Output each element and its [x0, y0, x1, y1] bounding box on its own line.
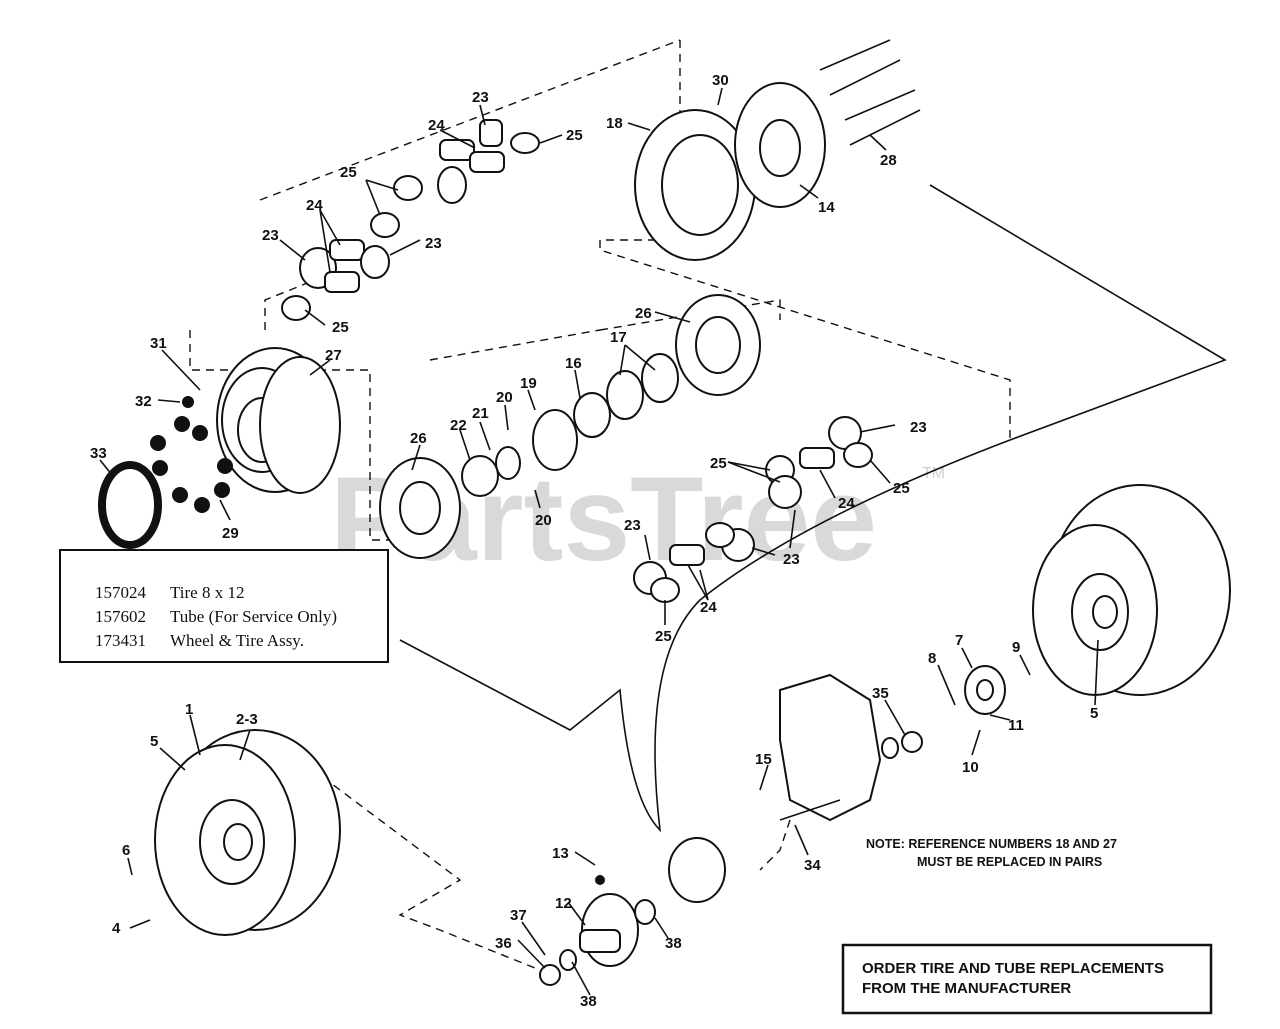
- callout-36: 36: [495, 935, 512, 952]
- callout-2-3: 2-3: [236, 711, 258, 728]
- callout-30: 30: [712, 72, 729, 89]
- callout-25-d: 25: [710, 455, 727, 472]
- parts-row-3-desc: Wheel & Tire Assy.: [170, 631, 304, 650]
- callout-27: 27: [325, 347, 342, 364]
- hub-cap-7: [901, 665, 1006, 753]
- callout-13: 13: [552, 845, 569, 862]
- left-wheel: [154, 729, 341, 936]
- callout-20-b: 20: [535, 512, 552, 529]
- callout-24-c: 24: [838, 495, 855, 512]
- parts-row-1-desc: Tire 8 x 12: [170, 583, 244, 602]
- callout-23-b: 23: [262, 227, 279, 244]
- order-box: ORDER TIRE AND TUBE REPLACEMENTS FROM TH…: [841, 943, 1213, 1015]
- bolts-28: [819, 39, 921, 146]
- hub-14: [734, 82, 826, 208]
- seal-33: [98, 461, 162, 549]
- callout-38: 38: [665, 935, 682, 952]
- middle-discs: [379, 294, 761, 559]
- callout-18: 18: [606, 115, 623, 132]
- nuts: [150, 396, 233, 513]
- upper-gear-set: [281, 119, 540, 321]
- callout-labels: 23 30 24 25 18 28 25 14 24 23 23 25 26 3…: [90, 72, 1098, 1010]
- callout-5-b: 5: [150, 733, 158, 750]
- watermark-tm: TM: [922, 465, 945, 482]
- callout-4: 4: [112, 920, 121, 937]
- order-line-2: FROM THE MANUFACTURER: [862, 980, 1071, 997]
- lower-gear-set: [633, 416, 873, 603]
- brake-disc-18: [634, 109, 756, 261]
- callout-29: 29: [222, 525, 239, 542]
- callout-25-f: 25: [655, 628, 672, 645]
- leader-lines: [99, 87, 1099, 996]
- callout-32: 32: [135, 393, 152, 410]
- callout-23-c: 23: [425, 235, 442, 252]
- callout-12: 12: [555, 895, 572, 912]
- callout-25-c: 25: [332, 319, 349, 336]
- callout-24-d: 24: [700, 599, 717, 616]
- callout-38-b: 38: [580, 993, 597, 1010]
- transaxle-34: [779, 673, 899, 822]
- callout-19: 19: [520, 375, 537, 392]
- replacement-note: NOTE: REFERENCE NUMBERS 18 AND 27 MUST B…: [866, 837, 1117, 869]
- callout-21: 21: [472, 405, 489, 422]
- parts-row-2-number: 157602: [95, 607, 146, 626]
- callout-37: 37: [510, 907, 527, 924]
- axle-hub-12: [539, 837, 726, 986]
- callout-5: 5: [1090, 705, 1098, 722]
- callout-26: 26: [635, 305, 652, 322]
- note-line-2: MUST BE REPLACED IN PAIRS: [917, 855, 1102, 869]
- parts-row-1-number: 157024: [95, 583, 147, 602]
- callout-33: 33: [90, 445, 107, 462]
- callout-23-e: 23: [783, 551, 800, 568]
- callout-7: 7: [955, 632, 963, 649]
- callout-23-f: 23: [624, 517, 641, 534]
- note-line-1: NOTE: REFERENCE NUMBERS 18 AND 27: [866, 837, 1117, 851]
- callout-28: 28: [880, 152, 897, 169]
- callout-31: 31: [150, 335, 167, 352]
- callout-16: 16: [565, 355, 582, 372]
- callout-11: 11: [1008, 717, 1024, 734]
- callout-10: 10: [962, 759, 979, 776]
- callout-6: 6: [122, 842, 130, 859]
- callout-26-b: 26: [410, 430, 427, 447]
- callout-25-e: 25: [893, 480, 910, 497]
- callout-24-b: 24: [306, 197, 323, 214]
- callout-8: 8: [928, 650, 936, 667]
- callout-23-d: 23: [910, 419, 927, 436]
- callout-34: 34: [804, 857, 821, 874]
- callout-23: 23: [472, 89, 489, 106]
- callout-20: 20: [496, 389, 513, 406]
- hub-plate-27: [216, 347, 341, 494]
- callout-25: 25: [566, 127, 583, 144]
- callout-15: 15: [755, 751, 772, 768]
- callout-35: 35: [872, 685, 889, 702]
- right-wheel: [1032, 484, 1231, 696]
- parts-list-box: 157024 Tire 8 x 12 157602 Tube (For Serv…: [59, 549, 389, 663]
- callout-9: 9: [1012, 639, 1020, 656]
- callout-25-b: 25: [340, 164, 357, 181]
- callout-14: 14: [818, 199, 835, 216]
- callout-22: 22: [450, 417, 467, 434]
- callout-1: 1: [185, 701, 193, 718]
- callout-17: 17: [610, 329, 627, 346]
- order-line-1: ORDER TIRE AND TUBE REPLACEMENTS: [862, 960, 1164, 977]
- parts-row-3-number: 173431: [95, 631, 146, 650]
- callout-24: 24: [428, 117, 445, 134]
- parts-row-2-desc: Tube (For Service Only): [170, 607, 337, 626]
